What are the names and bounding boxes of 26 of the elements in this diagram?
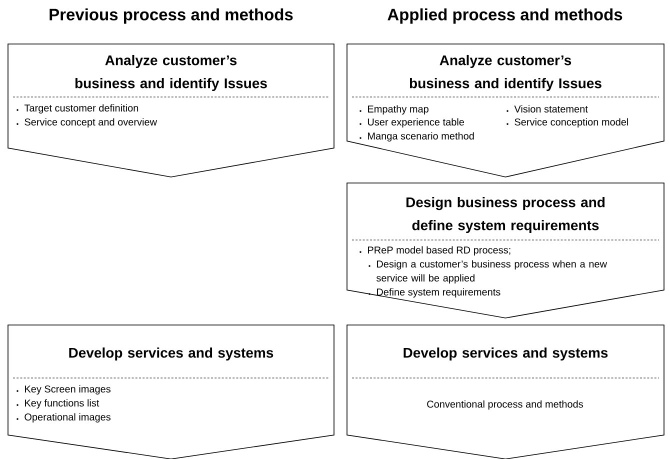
bullet-item: Design a customer’s business process when a new service will be applied xyxy=(368,260,608,284)
chevron-box xyxy=(8,44,334,178)
bullet-item: Service concept and overview xyxy=(16,118,158,128)
bullet-item: Target customer definition xyxy=(16,104,138,114)
bullet-item: Operational images xyxy=(16,413,111,423)
chevron-box xyxy=(8,324,334,459)
column-heading: Applied process and methods xyxy=(388,8,622,24)
bullet-item: Service conception model xyxy=(506,118,628,128)
bullet-item: Key Screen images xyxy=(16,385,111,395)
chevron-box xyxy=(346,182,664,318)
bullet-item: Vision statement xyxy=(506,105,588,113)
box-heading: Analyze customer’s business and identify Issues xyxy=(75,54,267,92)
body-text: Conventional process and methods xyxy=(427,400,583,410)
chevron-box xyxy=(346,324,664,459)
chevron-box xyxy=(346,44,664,178)
bullet-item: User experience table xyxy=(360,118,464,128)
bullet-item: Key functions list xyxy=(16,399,100,409)
bullet-item: PReP model based RD process; xyxy=(360,246,510,256)
column-heading: Previous process and methods xyxy=(50,8,293,24)
box-heading: Develop services and systems xyxy=(404,347,608,361)
box-heading: Design business process and define system requirements xyxy=(406,196,605,234)
bullet-item: Define system requirements xyxy=(368,288,500,298)
bullet-item: Manga scenario method xyxy=(360,132,474,142)
box-heading: Analyze customer’s business and identify Issues xyxy=(410,54,602,92)
bullet-item: Empathy map xyxy=(360,105,428,115)
box-heading: Develop services and systems xyxy=(69,347,274,361)
